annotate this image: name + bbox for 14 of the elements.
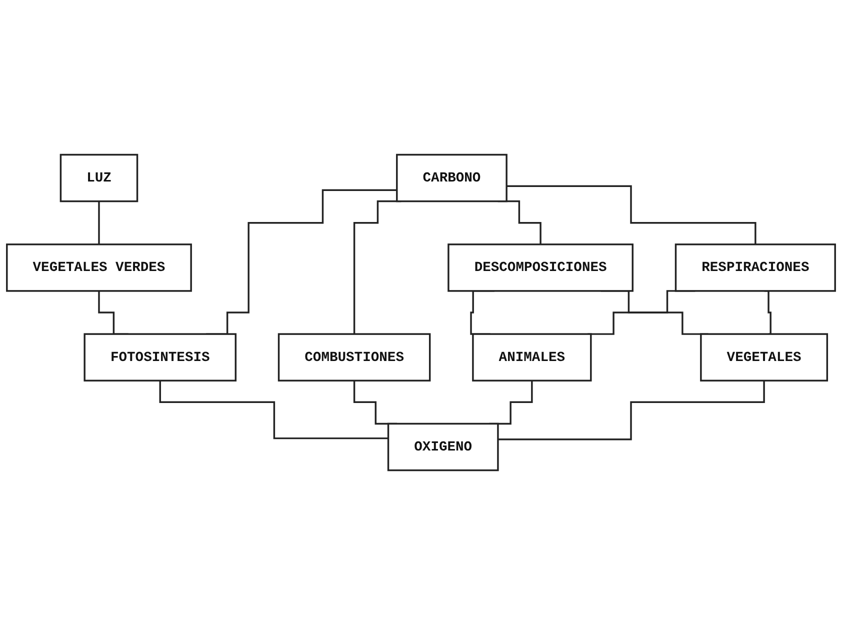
node-box: ANIMALES: [472, 333, 592, 382]
node-box: VEGETALES: [700, 333, 828, 382]
node-box: CARBONO: [396, 154, 508, 202]
node-box: FOTOSINTESIS: [84, 333, 237, 382]
connector: [159, 380, 388, 440]
node-box: RESPIRACIONES: [674, 244, 836, 292]
connector: [498, 380, 765, 440]
node-box: COMBUSTIONES: [278, 333, 431, 382]
connector: [98, 200, 100, 246]
node-box: LUZ: [60, 154, 138, 202]
node-box: DESCOMPOSICIONES: [448, 244, 634, 292]
connector: [506, 185, 756, 246]
node-box: OXIGENO: [387, 422, 499, 472]
node-box: VEGETALES VERDES: [6, 244, 192, 292]
